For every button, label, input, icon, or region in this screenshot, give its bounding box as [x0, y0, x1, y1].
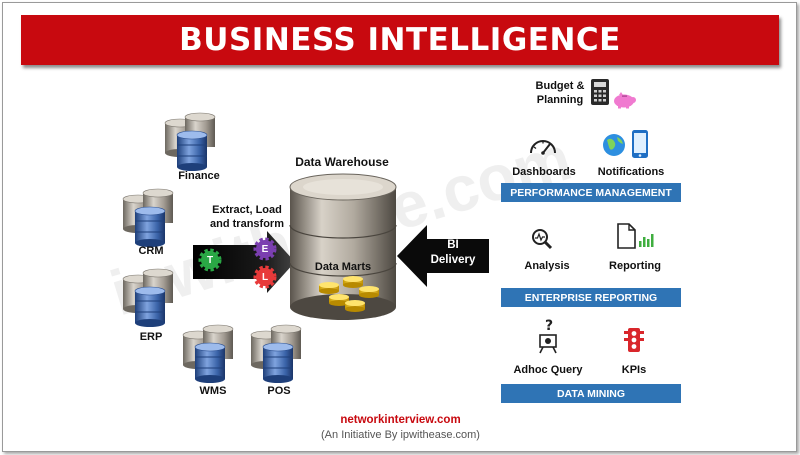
data-marts-label: Data Marts — [314, 261, 372, 273]
erp-db-icon — [122, 268, 174, 327]
source-label-erp: ERP — [139, 331, 163, 343]
enterprise-reporting-bar: ENTERPRISE REPORTING — [501, 288, 681, 307]
analysis-label: Analysis — [524, 260, 570, 272]
globe-phone-icon — [603, 130, 648, 158]
wms-db-icon — [182, 324, 234, 383]
performance-management-bar: PERFORMANCE MANAGEMENT — [501, 183, 681, 202]
gear-icon — [253, 237, 277, 261]
budget-label-line2: Planning — [536, 94, 584, 106]
bi-delivery-line2: Delivery — [430, 254, 476, 266]
kpis-label: KPIs — [621, 364, 647, 376]
gear-letter-t: T — [206, 255, 214, 266]
budget-label-line1: Budget & — [535, 80, 585, 92]
page-title: BUSINESS INTELLIGENCE — [179, 22, 621, 58]
data-mining-bar: DATA MINING — [501, 384, 681, 403]
crm-db-icon — [122, 188, 174, 247]
gear-icon — [198, 248, 222, 272]
adhoc-query-label: Adhoc Query — [513, 364, 583, 376]
warehouse-title: Data Warehouse — [295, 155, 389, 169]
bi-delivery-line1: BI — [447, 239, 459, 251]
source-label-pos: POS — [267, 385, 291, 397]
data-marts-coins-icon — [319, 276, 379, 312]
reporting-label: Reporting — [609, 260, 661, 272]
pos-db-icon — [250, 324, 302, 383]
dashboards-label: Dashboards — [512, 166, 576, 178]
calculator-icon — [591, 79, 609, 105]
gauge-icon — [530, 140, 556, 155]
source-label-wms: WMS — [199, 385, 227, 397]
svg-text:?: ? — [545, 318, 553, 334]
question-presenter-icon: ? — [539, 318, 557, 354]
footer-tagline: (An Initiative By ipwithease.com) — [321, 429, 480, 441]
magnifier-icon — [532, 229, 553, 250]
document-chart-icon — [617, 223, 654, 249]
source-label-finance: Finance — [178, 170, 220, 182]
traffic-light-icon — [624, 328, 644, 352]
footer-site-link[interactable]: networkinterview.com — [340, 414, 461, 426]
notifications-label: Notifications — [597, 166, 665, 178]
finance-db-icon — [164, 112, 216, 171]
etl-label-line1: Extract, Load — [212, 204, 282, 216]
db-stack-blue — [176, 130, 208, 171]
data-warehouse-cylinder-icon — [289, 173, 397, 320]
gear-icon — [253, 265, 277, 289]
gear-letter-l: L — [261, 272, 269, 283]
etl-label-line2: and transform — [210, 218, 284, 230]
source-label-crm: CRM — [138, 245, 164, 257]
piggy-bank-icon — [614, 92, 636, 109]
title-banner: BUSINESS INTELLIGENCE — [21, 15, 779, 65]
gear-letter-e: E — [261, 244, 269, 255]
bi-delivery-arrow — [397, 225, 489, 287]
